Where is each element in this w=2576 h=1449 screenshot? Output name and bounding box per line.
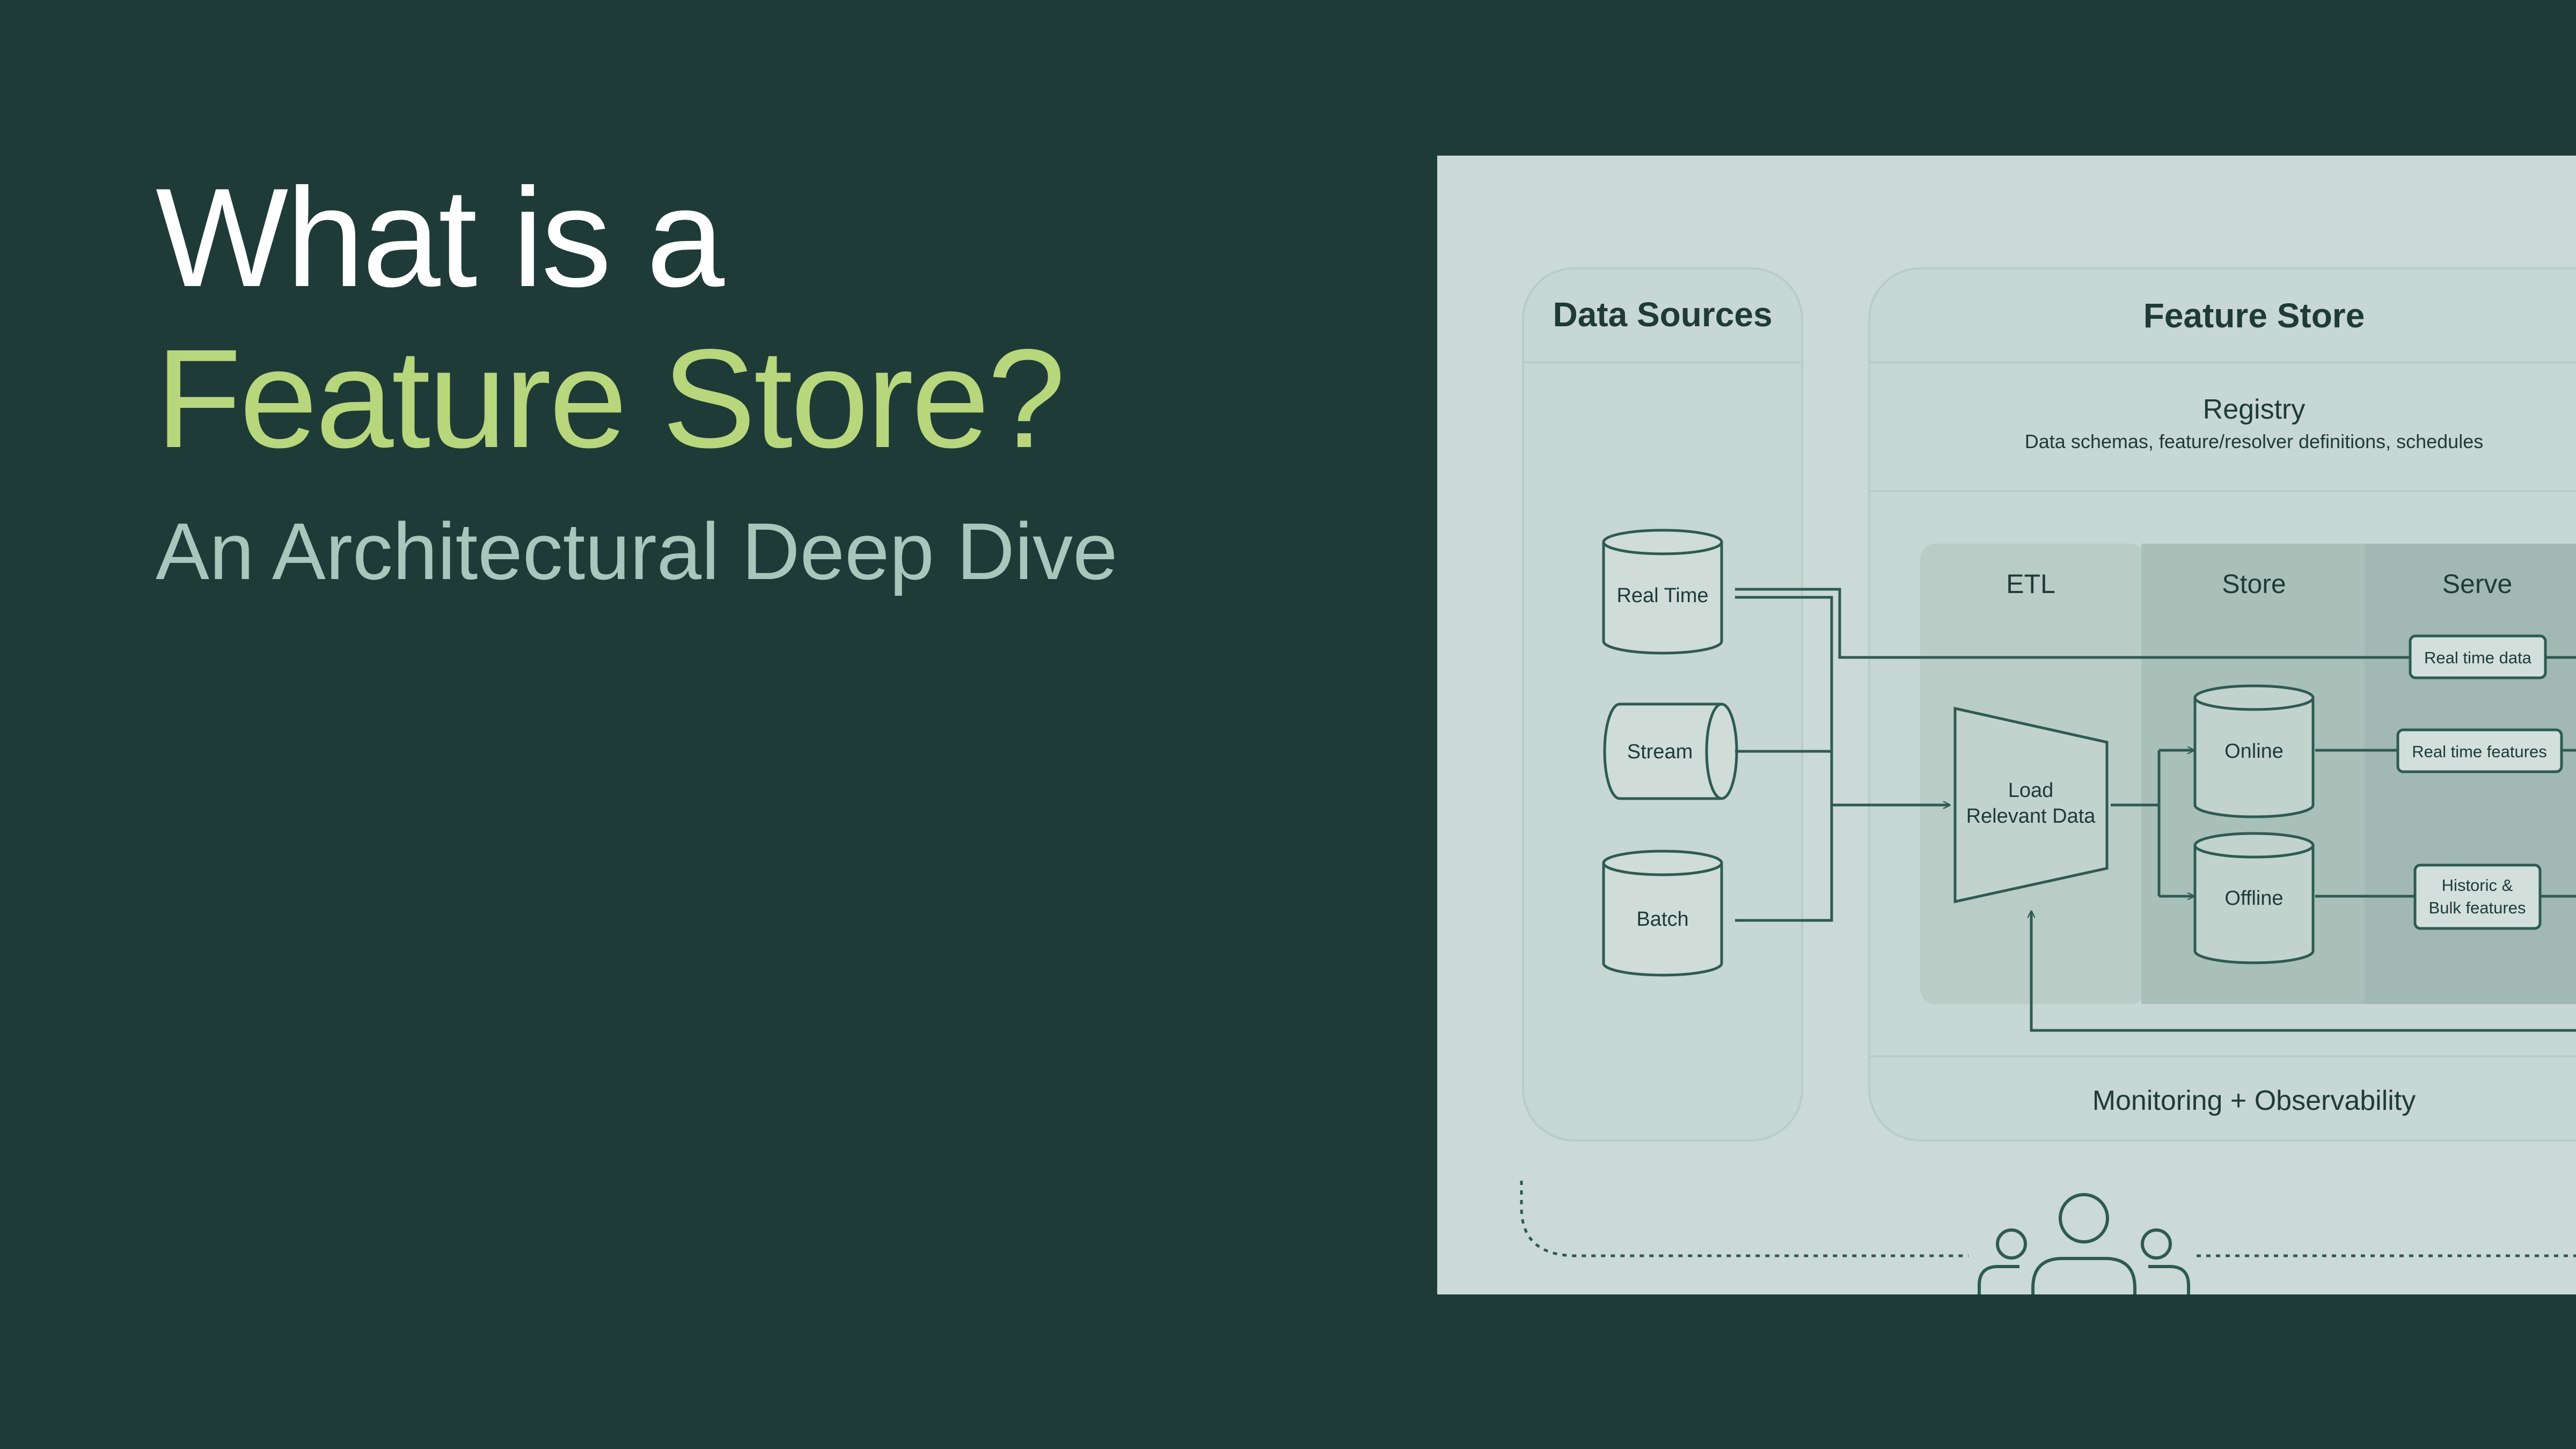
architecture-diagram: Data Sources Real Time Stream Batch Feat… (1437, 156, 2576, 1294)
historic-bulk-features-label-line1: Historic & (2442, 876, 2513, 895)
title-line-2: Feature Store? (156, 320, 1066, 477)
monitoring-label: Monitoring + Observability (2092, 1085, 2416, 1116)
load-relevant-data-label-line1: Load (2008, 779, 2054, 802)
data-sources-heading: Data Sources (1553, 295, 1772, 334)
real-time-data-label: Real time data (2424, 648, 2532, 667)
stream-source-label: Stream (1627, 741, 1693, 763)
online-store-label: Online (2224, 740, 2284, 763)
real-time-features-box (2396, 728, 2563, 773)
registry-title: Registry (2203, 394, 2306, 425)
real-time-features-label: Real time features (2412, 742, 2547, 761)
offline-store-label: Offline (2224, 887, 2283, 910)
offline-store-icon (2193, 832, 2315, 964)
historic-bulk-features-label-line2: Bulk features (2429, 898, 2526, 917)
feature-store-heading: Feature Store (2143, 296, 2365, 335)
store-column-label: Store (2222, 569, 2286, 599)
subtitle: An Architectural Deep Dive (156, 506, 1118, 596)
load-relevant-data-label-line2: Relevant Data (1966, 805, 2096, 828)
serve-column-label: Serve (2442, 569, 2513, 599)
registry-description: Data schemas, feature/resolver definitio… (2025, 430, 2483, 452)
historic-bulk-features-box (2413, 863, 2542, 930)
etl-column-label: ETL (2006, 569, 2055, 599)
batch-source-icon (1602, 850, 1723, 977)
real-time-source-label: Real Time (1616, 584, 1708, 607)
connector-lines (1735, 588, 2576, 1032)
real-time-data-box (2409, 634, 2547, 679)
real-time-source-icon (1602, 529, 1723, 655)
batch-source-label: Batch (1636, 908, 1688, 931)
users-icon (1978, 1193, 2190, 1294)
load-relevant-data-node (1953, 706, 2109, 904)
online-store-icon (2193, 684, 2315, 818)
serve-column (2365, 544, 2576, 1004)
stream-source-icon (1603, 702, 1738, 800)
title-line-1: What is a (156, 159, 724, 316)
